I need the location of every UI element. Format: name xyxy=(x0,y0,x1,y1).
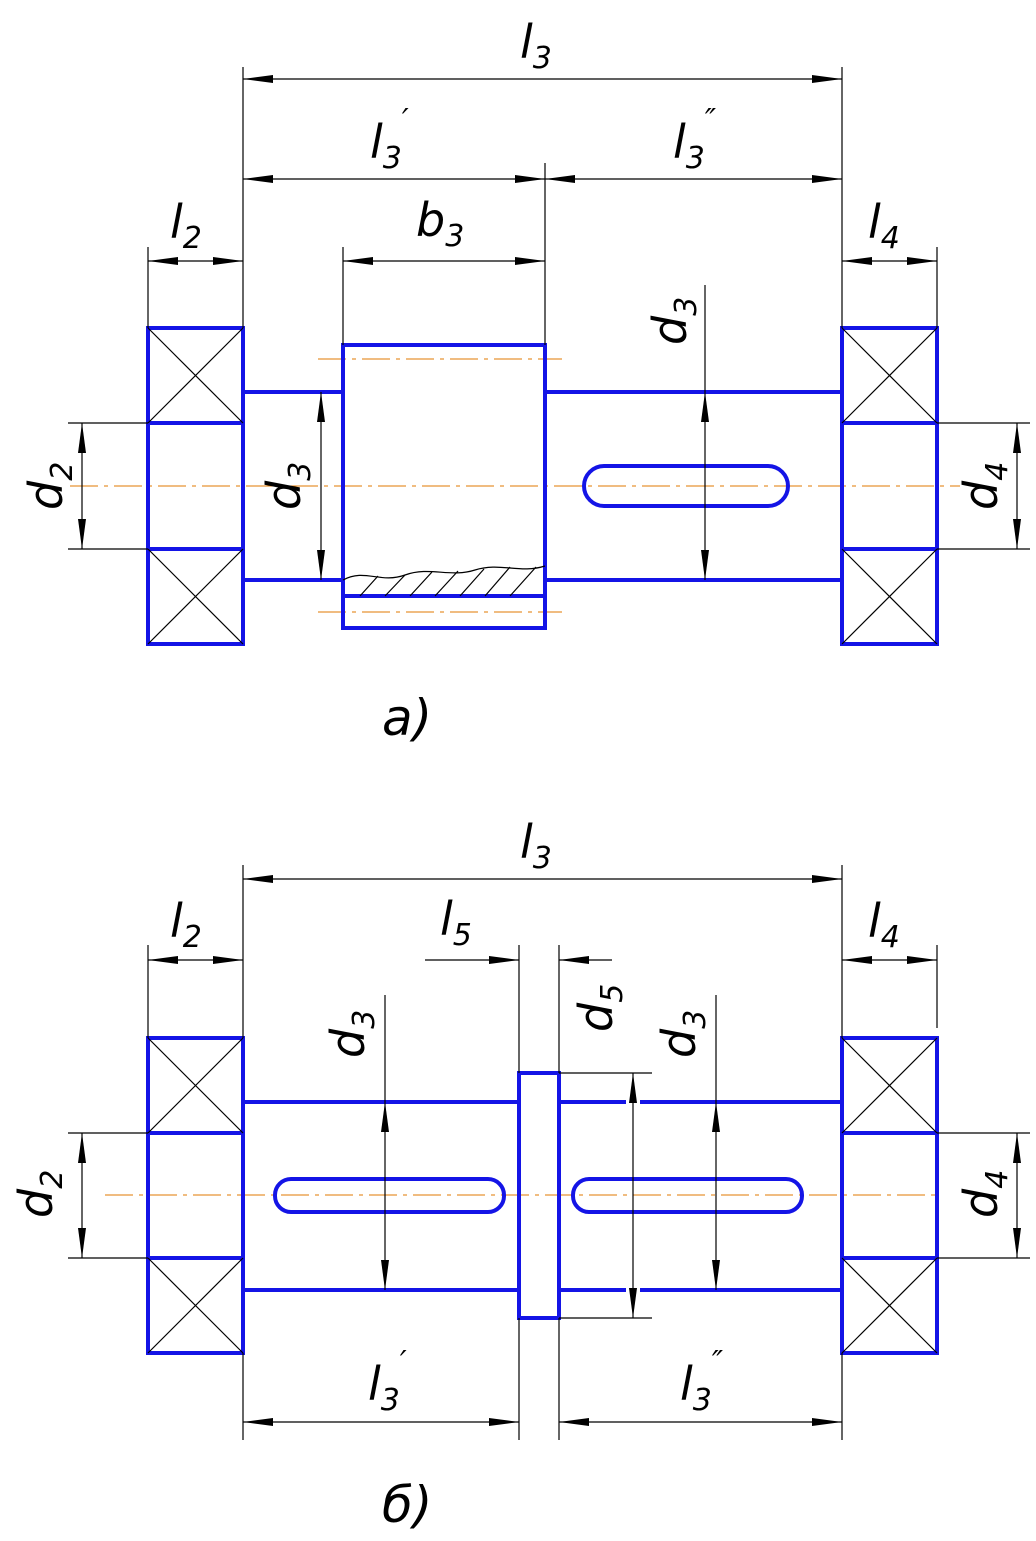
keyway-right xyxy=(571,1177,804,1214)
label-l4: l4 xyxy=(868,195,900,256)
label-l2: l2 xyxy=(170,195,202,256)
label-l2: l2 xyxy=(170,894,202,955)
keyway-left xyxy=(273,1177,506,1214)
caption-a: а) xyxy=(382,689,432,747)
gear xyxy=(341,343,547,630)
extension-lines xyxy=(68,67,1030,550)
label-d3-left: d3 xyxy=(321,1010,382,1058)
label-l3-double-prime: l3″ xyxy=(680,1345,724,1418)
figure-a: l3 l3′ l3″ b3 l2 l4 d2 d3 d3 d4 а) xyxy=(19,15,1030,747)
left-bearing xyxy=(146,1036,245,1355)
dimension-lines xyxy=(78,875,1021,1426)
label-d4: d4 xyxy=(954,462,1015,510)
label-d2: d2 xyxy=(9,1170,70,1218)
label-d3-right: d3 xyxy=(652,1010,713,1058)
label-d4: d4 xyxy=(954,1170,1015,1218)
collar xyxy=(517,1071,561,1320)
shaft xyxy=(243,390,842,582)
label-d2: d2 xyxy=(19,462,80,510)
caption-b: б) xyxy=(382,1476,432,1534)
label-l3: l3 xyxy=(520,15,552,76)
label-d3-left: d3 xyxy=(257,462,318,510)
label-l3: l3 xyxy=(520,815,552,876)
label-d3-right: d3 xyxy=(643,297,704,345)
label-b3: b3 xyxy=(416,193,464,254)
label-l3-prime: l3′ xyxy=(370,103,409,176)
right-bearing xyxy=(840,326,939,646)
right-bearing xyxy=(840,1036,939,1355)
label-d5: d5 xyxy=(569,984,630,1032)
figure-b: l3 l5 l2 l4 l3′ l3″ d2 d3 d5 d3 d4 б) xyxy=(9,815,1030,1534)
label-l4: l4 xyxy=(868,894,900,955)
keyway xyxy=(582,464,790,508)
label-l3-double-prime: l3″ xyxy=(673,103,717,176)
dimension-lines xyxy=(78,75,1021,580)
shaft xyxy=(243,1100,842,1292)
label-l5: l5 xyxy=(440,892,472,953)
left-bearing xyxy=(146,326,245,646)
label-l3-prime: l3′ xyxy=(368,1345,407,1418)
